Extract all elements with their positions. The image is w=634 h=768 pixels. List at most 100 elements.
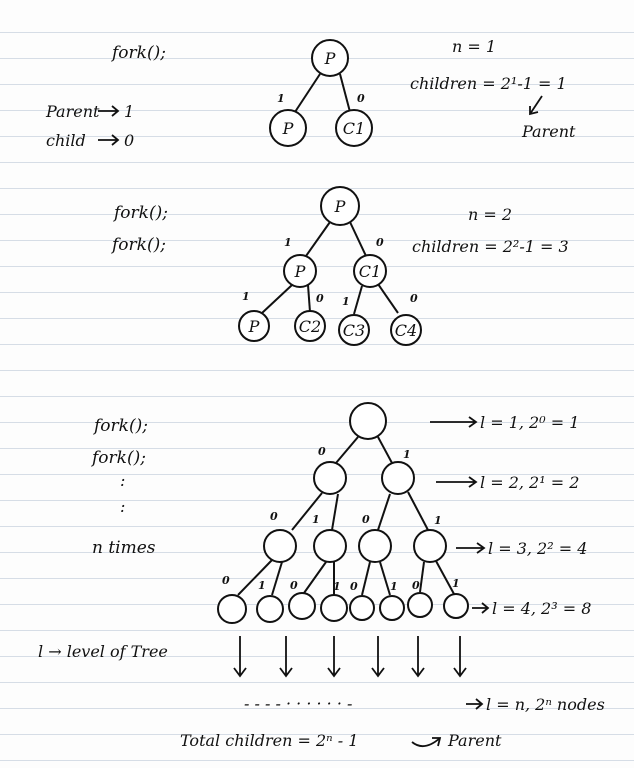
tree1-edge-right bbox=[339, 73, 351, 113]
tree1-node-right-label: C1 bbox=[343, 119, 365, 138]
tree2-node-p bbox=[283, 254, 317, 288]
tree3-edge-label: 0 bbox=[362, 513, 370, 526]
tree3-edge bbox=[419, 561, 425, 593]
tree2-edge-label-3: 1 bbox=[242, 290, 250, 303]
tree3-node bbox=[381, 461, 415, 495]
tree3-node bbox=[217, 594, 247, 624]
tree2-node-c1 bbox=[353, 254, 387, 288]
down-arrow-icon bbox=[279, 636, 293, 678]
tree2-edge-label-5: 1 bbox=[342, 295, 350, 308]
tree1-edge-label-left: 1 bbox=[277, 92, 285, 105]
tree3-edge-label: 1 bbox=[333, 580, 341, 593]
rule-parent-value: 1 bbox=[124, 102, 134, 121]
section-three: fork(); fork(); : : n times 0 1 0 1 0 bbox=[38, 402, 605, 750]
tree3-edge bbox=[379, 561, 391, 596]
tree3-node bbox=[443, 593, 469, 619]
tree2-edge-4 bbox=[307, 284, 311, 313]
tree3-edge-label: 1 bbox=[403, 448, 411, 461]
tree2-node-leaf-p-label: P bbox=[248, 317, 260, 336]
tree3-edge-label: 0 bbox=[270, 510, 278, 523]
tree3-node bbox=[288, 592, 316, 620]
n-value-label-2: n = 2 bbox=[468, 205, 512, 224]
level-n-arrow-icon bbox=[466, 698, 484, 710]
tree2-node-p-label: P bbox=[294, 262, 306, 281]
tree3-edges bbox=[237, 436, 455, 596]
down-arrows bbox=[233, 636, 467, 678]
tree1-edge-label-right: 0 bbox=[357, 92, 365, 105]
tree3-node bbox=[358, 529, 392, 563]
tree2-node-root bbox=[320, 186, 360, 226]
tree1-node-left bbox=[269, 109, 307, 147]
tree3-edge-label: 0 bbox=[290, 579, 298, 592]
children-formula-2: children = 2²-1 = 3 bbox=[412, 237, 569, 256]
section-one: fork(); Parent 1 child 0 1 0 P P C1 n = … bbox=[45, 37, 576, 150]
code-fork-single: fork(); bbox=[110, 43, 166, 63]
tree2-node-root-label: P bbox=[334, 197, 346, 216]
tree3-edge bbox=[303, 561, 327, 594]
tree1-node-left-label: P bbox=[282, 119, 294, 138]
tree2-node-c1-label: C1 bbox=[359, 262, 381, 281]
tree3-node bbox=[407, 592, 433, 618]
tree3-node bbox=[320, 594, 348, 622]
code-n-times: n times bbox=[92, 538, 156, 558]
down-arrow-icon bbox=[371, 636, 385, 678]
code-fork-line-b: fork(); bbox=[90, 448, 146, 468]
level-arrow-icon bbox=[436, 476, 478, 488]
tree3-node bbox=[379, 595, 405, 621]
children-formula-1: children = 2¹-1 = 1 bbox=[410, 74, 567, 93]
tree2-edge-1 bbox=[305, 221, 331, 257]
tree3-edge bbox=[237, 559, 273, 596]
rule-child-value: 0 bbox=[124, 131, 134, 150]
level-arrow-icon bbox=[430, 416, 478, 428]
rule-parent-arrow-icon bbox=[98, 105, 120, 117]
level-n-label: l = n, 2ⁿ nodes bbox=[486, 695, 605, 714]
code-ellipsis-2: : bbox=[120, 497, 125, 516]
tree2-edge-5 bbox=[353, 285, 363, 315]
tree3-edge-label: 0 bbox=[222, 574, 230, 587]
n-value-label: n = 1 bbox=[452, 37, 496, 56]
level-1-label: l = 1, 2⁰ = 1 bbox=[480, 413, 579, 432]
rule-child-label: child bbox=[46, 131, 86, 150]
level-arrow-icon bbox=[472, 602, 490, 614]
tree3-node bbox=[313, 461, 347, 495]
total-note-parent: Parent bbox=[447, 731, 502, 750]
tree1-node-root bbox=[311, 39, 349, 77]
total-children-formula: Total children = 2ⁿ - 1 bbox=[180, 731, 358, 750]
tree2-edge-3 bbox=[261, 284, 293, 314]
tree3-edge-label: 1 bbox=[452, 577, 460, 590]
tree2-edge-label-2: 0 bbox=[376, 236, 384, 249]
tree3-edge bbox=[361, 561, 371, 596]
tree2-edge-label-6: 0 bbox=[410, 292, 418, 305]
tree3-edge bbox=[291, 492, 323, 531]
tree3-edge bbox=[377, 436, 393, 464]
tree2-node-c4 bbox=[390, 314, 422, 346]
tree3-node bbox=[313, 529, 347, 563]
code-fork-line-1: fork(); bbox=[112, 203, 168, 223]
tree1-edge-left bbox=[294, 73, 321, 113]
tree3-edge bbox=[271, 561, 283, 596]
formula-note-parent: Parent bbox=[521, 122, 576, 141]
level-arrow-icon bbox=[456, 542, 486, 554]
total-note-arrow-icon bbox=[411, 737, 442, 748]
tree3-edge bbox=[407, 491, 429, 531]
level-4-label: l = 4, 2³ = 8 bbox=[492, 599, 591, 618]
tree2-node-c3 bbox=[338, 314, 370, 346]
tree3-edge-label: 0 bbox=[412, 579, 420, 592]
tree2-node-c2-label: C2 bbox=[299, 317, 321, 336]
level-3-label: l = 3, 2² = 4 bbox=[488, 539, 587, 558]
down-arrow-icon bbox=[233, 636, 247, 678]
tree3-node bbox=[349, 402, 387, 440]
tree2-node-c2 bbox=[294, 310, 326, 342]
tree3-edge-label: 1 bbox=[312, 513, 320, 526]
ellipsis-row: - - - - · · · · · · - bbox=[244, 694, 352, 713]
code-fork-line-a: fork(); bbox=[92, 416, 148, 436]
tree3-node bbox=[263, 529, 297, 563]
tree1-node-root-label: P bbox=[324, 49, 336, 68]
tree2-node-c4-label: C4 bbox=[395, 321, 417, 340]
tree3-edge-label: 1 bbox=[258, 579, 266, 592]
down-arrow-icon bbox=[453, 636, 467, 678]
tree3-edge bbox=[435, 560, 455, 595]
code-fork-line-2: fork(); bbox=[110, 235, 166, 255]
